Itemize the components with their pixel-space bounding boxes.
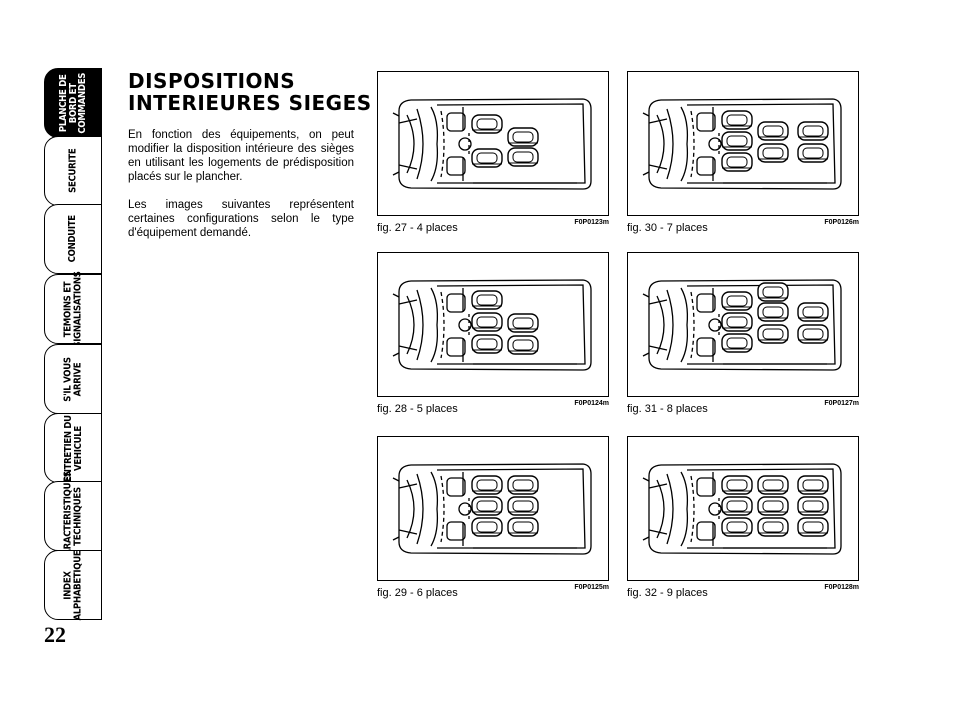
seat-icon — [507, 475, 539, 495]
seat-layout — [721, 475, 829, 537]
seat-icon — [471, 114, 503, 134]
seat-icon — [797, 475, 829, 495]
seat-icon — [471, 148, 503, 168]
seat-layout — [471, 290, 539, 355]
page-number: 22 — [44, 622, 66, 647]
van-outline — [392, 463, 592, 555]
seat-icon — [797, 324, 829, 344]
seat-icon — [471, 290, 503, 310]
paragraph: En fonction des équipements, on peut mod… — [128, 129, 354, 183]
figure-code: F0P0124m — [574, 400, 609, 407]
seat-icon — [721, 152, 753, 172]
van-outline — [392, 279, 592, 371]
seat-layout — [721, 282, 829, 353]
seat-icon — [721, 312, 753, 332]
van-seat-diagram — [392, 279, 592, 371]
tab-entretien[interactable]: ENTRETIEN DU VEHICULE — [44, 413, 102, 483]
seat-icon — [507, 496, 539, 516]
seat-layout — [471, 114, 539, 168]
van-outline — [642, 463, 842, 555]
tab-label: PLANCHE DE BORD ET COMMANDES — [57, 72, 88, 134]
seat-icon — [471, 475, 503, 495]
seat-icon — [471, 496, 503, 516]
tab-caracteristiques[interactable]: CARACTERISTIQUES TECHNIQUES — [44, 471, 102, 561]
seat-icon — [507, 313, 539, 333]
figure: fig. 32 - 9 places F0P0128m — [627, 436, 859, 608]
seat-icon — [757, 302, 789, 322]
van-seat-diagram — [392, 463, 592, 555]
van-seat-diagram — [642, 98, 842, 190]
tab-planche-de-bord[interactable]: PLANCHE DE BORD ET COMMANDES — [44, 68, 102, 138]
tab-label: INDEX ALPHABETIQUE — [62, 550, 84, 620]
van-seat-diagram — [642, 279, 842, 371]
tab-label: CARACTERISTIQUES TECHNIQUES — [62, 470, 84, 562]
seat-icon — [757, 282, 789, 302]
figure-frame — [377, 71, 609, 216]
seat-icon — [507, 147, 539, 167]
seat-icon — [757, 496, 789, 516]
tab-index[interactable]: INDEX ALPHABETIQUE — [44, 550, 102, 620]
figure-code: F0P0123m — [574, 219, 609, 226]
tab-label: TEMOINS ET SIGNALISATIONS — [62, 270, 84, 348]
seat-icon — [471, 312, 503, 332]
seat-icon — [797, 496, 829, 516]
van-seat-diagram — [642, 463, 842, 555]
figure-caption: fig. 31 - 8 places — [627, 403, 708, 415]
figure-caption: fig. 27 - 4 places — [377, 222, 458, 234]
tab-securite[interactable]: SECURITE — [44, 136, 102, 206]
seat-icon — [471, 334, 503, 354]
seat-layout — [471, 475, 539, 537]
seat-icon — [757, 517, 789, 537]
seat-layout — [721, 110, 829, 172]
seat-icon — [721, 131, 753, 151]
paragraph: Les images suivantes représentent certai… — [128, 199, 354, 239]
seat-icon — [721, 291, 753, 311]
seat-icon — [721, 110, 753, 130]
van-outline — [642, 98, 842, 190]
tab-label: CONDUITE — [67, 215, 79, 263]
seat-icon — [757, 324, 789, 344]
seat-icon — [721, 517, 753, 537]
figure-caption: fig. 30 - 7 places — [627, 222, 708, 234]
figure-caption: fig. 32 - 9 places — [627, 587, 708, 599]
tab-label: S'IL VOUS ARRIVE — [62, 356, 83, 402]
figure: fig. 31 - 8 places F0P0127m — [627, 252, 859, 424]
seat-icon — [721, 496, 753, 516]
seat-icon — [797, 121, 829, 141]
figure-code: F0P0126m — [824, 219, 859, 226]
figure-code: F0P0125m — [574, 584, 609, 591]
seat-icon — [507, 127, 539, 147]
seat-icon — [507, 517, 539, 537]
figure-code: F0P0127m — [824, 400, 859, 407]
figure: fig. 27 - 4 places F0P0123m — [377, 71, 609, 243]
figure-code: F0P0128m — [824, 584, 859, 591]
seat-icon — [797, 302, 829, 322]
figure: fig. 28 - 5 places F0P0124m — [377, 252, 609, 424]
tab-temoins[interactable]: TEMOINS ET SIGNALISATIONS — [44, 270, 102, 348]
tab-label: SECURITE — [67, 148, 79, 194]
tab-sil-vous-arrive[interactable]: S'IL VOUS ARRIVE — [44, 344, 102, 414]
figure: fig. 30 - 7 places F0P0126m — [627, 71, 859, 243]
seat-icon — [507, 335, 539, 355]
seat-icon — [757, 475, 789, 495]
van-outline — [392, 98, 592, 190]
tab-conduite[interactable]: CONDUITE — [44, 204, 102, 274]
seat-icon — [721, 333, 753, 353]
seat-icon — [757, 121, 789, 141]
seat-icon — [757, 143, 789, 163]
seat-icon — [721, 475, 753, 495]
seat-icon — [797, 143, 829, 163]
figure-caption: fig. 28 - 5 places — [377, 403, 458, 415]
seat-icon — [471, 517, 503, 537]
van-seat-diagram — [392, 98, 592, 190]
figure-caption: fig. 29 - 6 places — [377, 587, 458, 599]
seat-icon — [797, 517, 829, 537]
section-title: DISPOSITIONS INTERIEURES SIEGES — [128, 69, 372, 115]
figure: fig. 29 - 6 places F0P0125m — [377, 436, 609, 608]
